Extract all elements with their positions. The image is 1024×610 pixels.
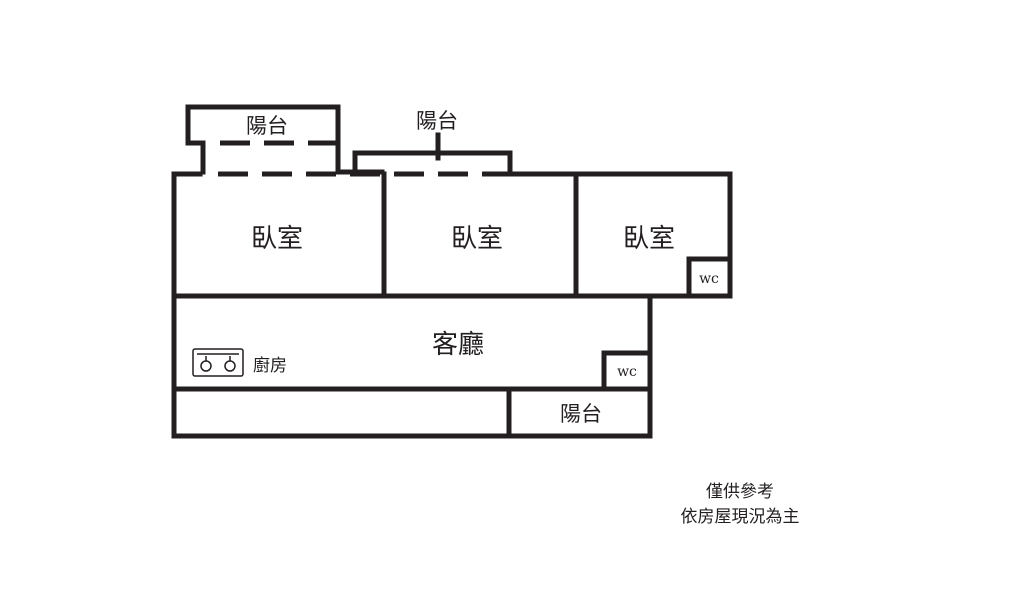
balcony-top-middle-label: 陽台	[416, 109, 458, 133]
wc-lower-label: wc	[617, 364, 637, 380]
disclaimer-line-2: 依房屋現況為主	[680, 507, 800, 527]
interior-walls	[171, 171, 653, 439]
wc-upper-label: wc	[699, 271, 719, 287]
bedroom-left-label: 臥室	[251, 224, 303, 254]
living-room-label: 客廳	[432, 330, 484, 360]
balcony-top-middle	[352, 132, 513, 177]
balcony-top-left-label: 陽台	[246, 114, 288, 138]
wc-upper-box	[686, 256, 733, 299]
wc-lower-box	[601, 350, 653, 392]
balcony-bottom-label: 陽台	[560, 402, 602, 426]
disclaimer-note: 僅供參考 依房屋現況為主	[640, 480, 840, 530]
disclaimer-line-1: 僅供參考	[706, 482, 774, 502]
outer-walls	[171, 169, 733, 439]
bedroom-right-label: 臥室	[623, 224, 675, 254]
kitchen-label: 廚房	[253, 355, 287, 376]
bedroom-middle-label: 臥室	[451, 224, 503, 254]
stove-icon	[192, 348, 244, 377]
balcony-top-left	[185, 104, 341, 175]
